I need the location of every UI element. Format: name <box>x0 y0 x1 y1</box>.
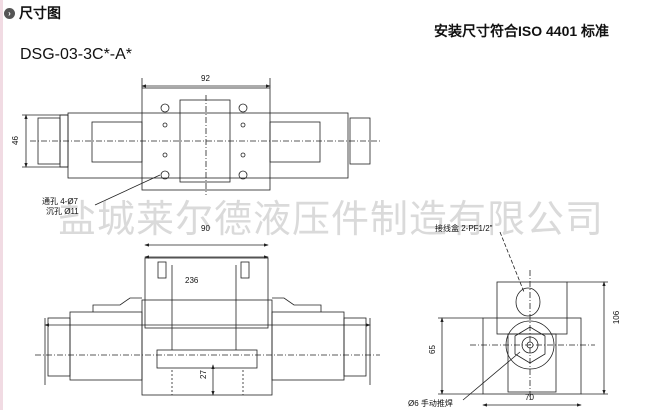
watermark: 盐城莱尔德液压件制造有限公司 <box>58 197 605 241</box>
top-view <box>22 78 380 206</box>
counterbore-note: 沉孔 Ø11 <box>46 207 79 216</box>
manual-override-note: Ø6 手动推焊 <box>408 399 453 408</box>
dim-90: 90 <box>201 224 210 233</box>
model-number: DSG-03-3C*-A* <box>20 46 133 63</box>
dim-70: 70 <box>525 393 534 402</box>
bullet-icon: › <box>4 7 15 19</box>
left-border <box>0 0 3 410</box>
junction-box-note: 接线盒 2-PF1/2" <box>435 224 493 233</box>
section-title-text: 尺寸图 <box>19 5 61 21</box>
dim-46: 46 <box>10 136 20 145</box>
dim-65: 65 <box>427 345 437 354</box>
through-hole-note: 通孔 4-Ø7 <box>42 197 79 206</box>
dim-92: 92 <box>201 74 210 83</box>
standard-note: 安装尺寸符合ISO 4401 标准 <box>434 23 610 39</box>
front-view <box>35 243 380 396</box>
section-title: › 尺寸图 <box>4 3 61 23</box>
dim-236: 236 <box>185 276 199 285</box>
dim-27: 27 <box>198 370 208 379</box>
dim-106: 106 <box>612 310 622 325</box>
side-view <box>438 231 608 407</box>
